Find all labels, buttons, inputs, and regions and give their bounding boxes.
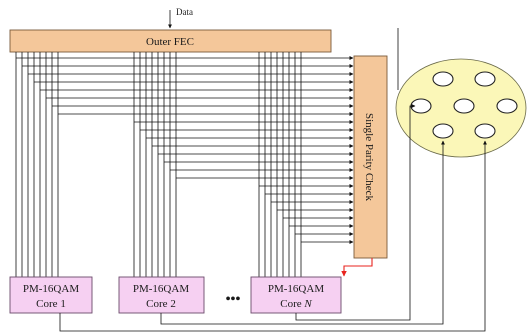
core-1-to-fiber-line [59,140,487,332]
fiber-core-hole [432,71,454,87]
core-1-block: PM-16QAM Core 1 [9,276,93,314]
single-parity-check-label: Single Parity Check [363,113,375,201]
fiber-core-hole [474,123,496,139]
core-2-name: Core 2 [146,298,176,310]
parity-to-core-n-arrow [341,258,373,277]
routing-wires [15,52,354,277]
core-2-modulation-label: PM-16QAM [133,283,189,295]
single-parity-check-block [353,55,388,259]
core-1-name: Core 1 [36,298,66,310]
fiber-core-hole [474,71,496,87]
core-2-block: PM-16QAM Core 2 [118,276,205,314]
core-n-to-fiber-line [295,104,416,321]
outer-fec-label: Outer FEC [146,36,194,48]
core-n-modulation-label: PM-16QAM [268,283,324,295]
core-1-box [9,276,93,314]
core-n-box [250,276,342,314]
outer-fec-block [9,29,332,53]
core-2-to-fiber-line [160,140,445,325]
core-2-box [118,276,205,314]
fiber-core-hole [432,123,454,139]
core-n-block: PM-16QAM Core N [250,276,342,314]
fiber-core-hole [496,98,518,114]
data-input-label: Data [176,7,193,17]
core-n-name: Core N [280,298,312,310]
core-1-modulation-label: PM-16QAM [23,283,79,295]
fiber-core-hole [453,98,475,114]
core-ellipsis: ••• [226,292,241,307]
